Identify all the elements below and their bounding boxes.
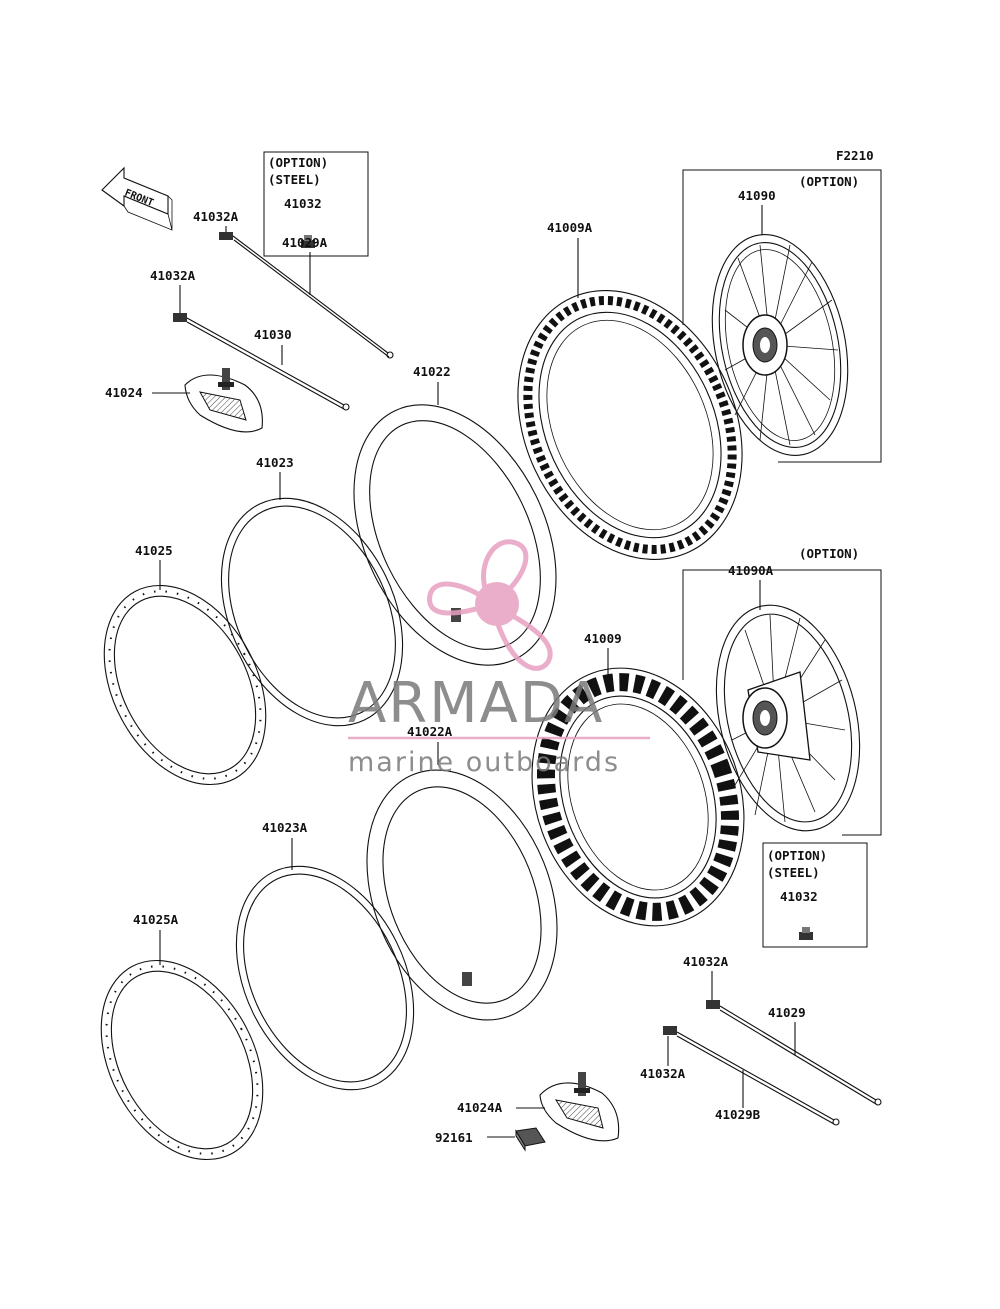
nipple-icon: [173, 313, 187, 322]
nipple-icon: [663, 1026, 677, 1035]
part-label-41029A: 41029A: [282, 235, 328, 250]
part-label-41032A-1: 41032A: [193, 209, 239, 224]
steel-text: (STEEL): [767, 865, 820, 880]
rim-41025: [103, 584, 267, 786]
steel-text: (STEEL): [268, 172, 321, 187]
option-box-wheel-41090A: (OPTION) 41090A: [682, 546, 882, 836]
part-label-41030: 41030: [254, 327, 292, 342]
rim-band-41023A: [235, 865, 415, 1091]
weight-92161: [515, 1127, 546, 1152]
part-label-41023A: 41023A: [262, 820, 308, 835]
part-label-41032A-2: 41032A: [150, 268, 196, 283]
part-label-41090A: 41090A: [728, 563, 774, 578]
nipple-icon: [706, 1000, 720, 1009]
front-arrow-icon: FRONT: [101, 166, 173, 231]
part-label-41032A-3: 41032A: [683, 954, 729, 969]
part-label-41029: 41029: [768, 1005, 806, 1020]
option-box-steel-top: (OPTION) (STEEL) 41032: [263, 151, 369, 257]
rim-lock-41024: [184, 368, 263, 433]
watermark-brand: ARMADA: [348, 671, 604, 736]
part-label-41009: 41009: [584, 631, 622, 646]
propeller-logo-icon: [427, 539, 553, 671]
part-label-41022: 41022: [413, 364, 451, 379]
part-label-41024: 41024: [105, 385, 143, 400]
option-text: (OPTION): [767, 848, 827, 863]
part-label-41022A: 41022A: [407, 724, 453, 739]
armada-watermark: ARMADA marine outboards: [348, 539, 650, 778]
part-number: 41032: [780, 889, 818, 904]
wheel-41090: [711, 234, 849, 456]
rim-41025A: [100, 959, 264, 1161]
front-label: FRONT: [123, 188, 155, 209]
spoke-41030: [186, 317, 350, 411]
option-box-steel-bottom: (OPTION) (STEEL) 41032: [762, 842, 868, 948]
option-box-wheel-41090: (OPTION) 41090: [682, 169, 882, 463]
part-label-41025: 41025: [135, 543, 173, 558]
figure-code: F2210: [836, 148, 874, 163]
tire-41009: [531, 667, 745, 927]
wheel-41090A: [715, 604, 861, 832]
part-label-92161: 92161: [435, 1130, 473, 1145]
part-label-41090: 41090: [738, 188, 776, 203]
spoke-41029B: [676, 1031, 840, 1126]
nipple-icon: [799, 927, 813, 940]
part-label-41024A: 41024A: [457, 1100, 503, 1115]
watermark-tagline: marine outboards: [348, 747, 620, 778]
part-label-41009A: 41009A: [547, 220, 593, 235]
part-label-41029B: 41029B: [715, 1107, 761, 1122]
option-text: (OPTION): [268, 155, 328, 170]
option-text: (OPTION): [799, 174, 859, 189]
spoke-41029: [719, 1005, 882, 1106]
part-label-41032A-4: 41032A: [640, 1066, 686, 1081]
part-label-41025A: 41025A: [133, 912, 179, 927]
part-number: 41032: [284, 196, 322, 211]
part-label-41023: 41023: [256, 455, 294, 470]
option-text: (OPTION): [799, 546, 859, 561]
nipple-icon: [301, 235, 315, 248]
nipple-icon: [219, 232, 233, 240]
tire-41009A: [517, 290, 743, 560]
tube-41022: [353, 404, 557, 666]
rim-lock-41024A: [539, 1072, 620, 1142]
